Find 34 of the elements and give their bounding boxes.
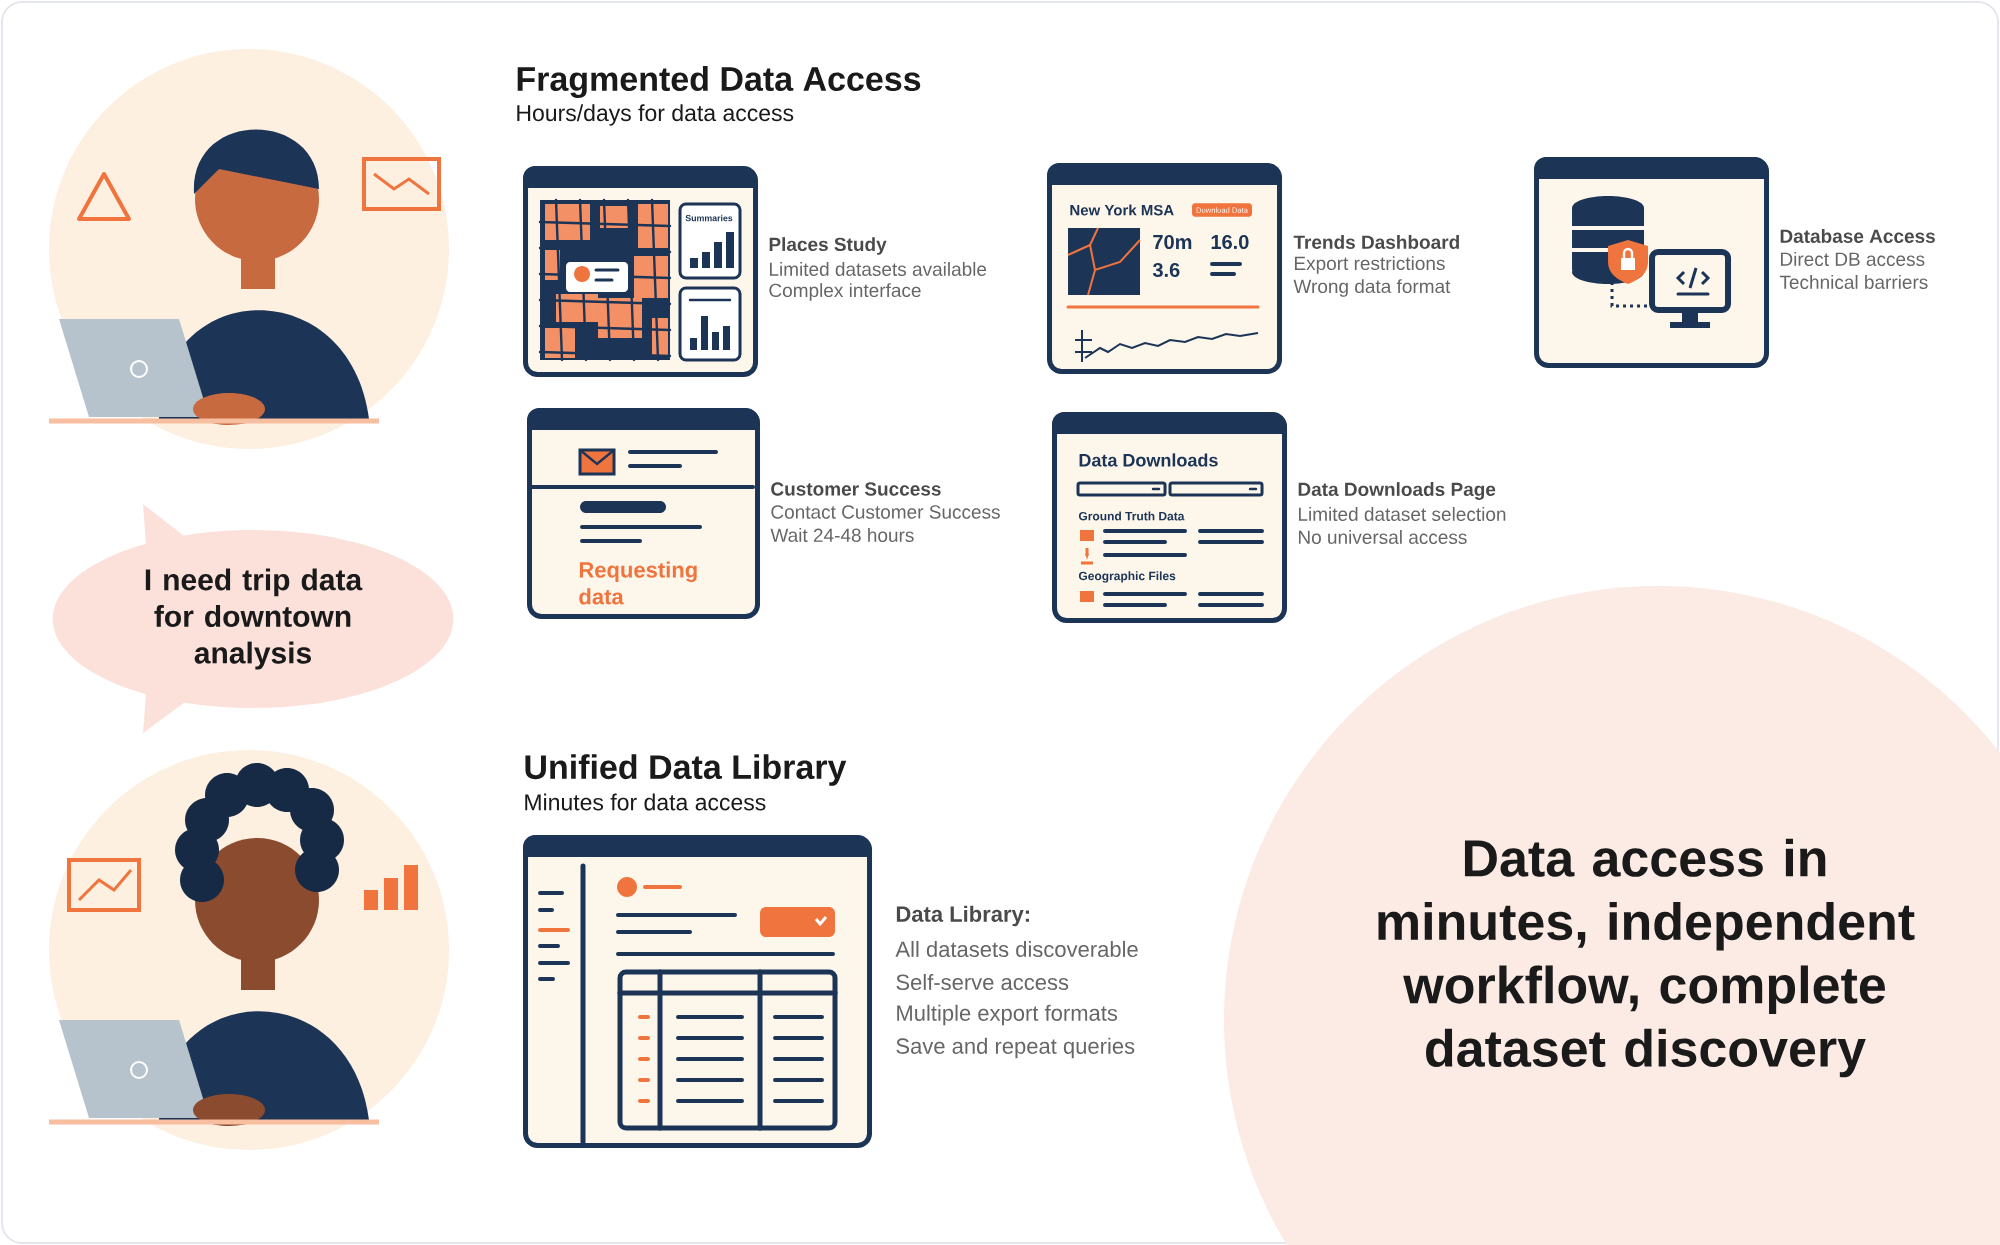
section-heading: Ground Truth Data bbox=[1078, 511, 1185, 521]
caption-heading: Database Access bbox=[1780, 229, 1935, 243]
caption-text: Technical barriers bbox=[1779, 275, 1928, 289]
caption-text: Wait 24-48 hours bbox=[770, 528, 914, 542]
caption-text: No universal access bbox=[1299, 530, 1467, 544]
caption-heading: Data Downloads Page bbox=[1298, 482, 1496, 500]
caption-text: Contact Customer Success bbox=[771, 505, 1000, 519]
chart-heading: New York MSA bbox=[1070, 204, 1174, 216]
section-heading: Geographic Files bbox=[1078, 571, 1176, 583]
section-subtitle: Hours/days for data access bbox=[517, 104, 794, 126]
caption-text: Direct DB access bbox=[1781, 252, 1925, 266]
section-subtitle: Minutes for data access bbox=[525, 793, 766, 811]
caption-text: All datasets discoverable bbox=[895, 940, 1138, 958]
caption-text: Self-serve access bbox=[896, 973, 1069, 991]
caption-heading: Trends Dashboard bbox=[1293, 235, 1459, 249]
chart-title: Summaries bbox=[685, 214, 733, 222]
section-title: Unified Data Library bbox=[525, 754, 847, 786]
caption-text: Limited dataset selection bbox=[1299, 507, 1506, 521]
speech-bubble: I need trip data for downtown analysis bbox=[52, 504, 454, 733]
stat-value: 70m bbox=[1153, 234, 1192, 250]
stat-value: 16.0 bbox=[1211, 234, 1249, 250]
page-heading: Data Downloads bbox=[1079, 453, 1218, 467]
caption-text: Multiple export formats bbox=[897, 1004, 1118, 1026]
caption-text: Wrong data format bbox=[1293, 279, 1451, 297]
caption-heading: Places Study bbox=[769, 237, 887, 255]
caption-text: Limited datasets available bbox=[770, 262, 987, 276]
caption-text: Complex interface bbox=[769, 283, 921, 301]
status-text: Requesting data bbox=[579, 561, 697, 605]
stat-value: 3.6 bbox=[1152, 262, 1180, 278]
caption-text: Save and repeat queries bbox=[896, 1037, 1135, 1059]
caption-heading: Data Library: bbox=[896, 905, 1029, 927]
caption-heading: Customer Success bbox=[771, 482, 941, 496]
section-title: Fragmented Data Access bbox=[517, 66, 921, 98]
caption-text: Export restrictions bbox=[1295, 256, 1445, 274]
